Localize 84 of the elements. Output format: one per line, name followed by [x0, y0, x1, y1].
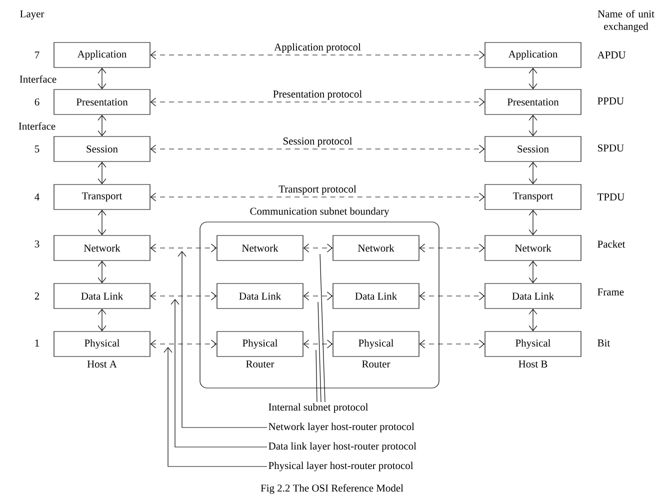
layer-number: 5 — [35, 146, 40, 152]
double-arrow — [528, 308, 538, 332]
layer-box: Network — [216, 235, 304, 261]
double-arrow — [528, 210, 538, 236]
layer-box: Physical Host A — [54, 331, 150, 368]
host-label: Host A — [87, 360, 117, 368]
layer-number: 6 — [34, 98, 40, 106]
interface-label: Interface — [20, 75, 56, 83]
layer-number: 1 — [35, 340, 39, 346]
dashed-arrow — [419, 244, 485, 252]
leader-line — [318, 302, 322, 402]
leader-line — [170, 299, 268, 448]
layer-box: Data Link — [484, 283, 582, 309]
dashed-arrow — [150, 192, 485, 202]
layer-number: 3 — [34, 240, 40, 248]
layer-box: Transport — [484, 184, 582, 210]
column-heading: Layer — [20, 10, 44, 20]
dashed-arrow — [419, 292, 485, 300]
layer-box: Transport — [54, 184, 150, 210]
unit-name: SPDU — [598, 144, 624, 152]
edge-label: Presentation protocol — [273, 90, 362, 100]
layer-box: Physical Router — [216, 331, 304, 368]
host-label: Host B — [518, 360, 548, 368]
double-arrow — [528, 162, 538, 184]
layer-number: 7 — [35, 52, 40, 58]
double-arrow — [528, 68, 538, 90]
boundary-title: Communication subnet boundary — [250, 207, 390, 217]
double-arrow — [98, 162, 106, 184]
layer-box: Data Link — [216, 283, 304, 309]
column-heading: Name of unit exchanged — [598, 10, 654, 32]
double-arrow — [98, 210, 106, 236]
layer-box: Session — [54, 136, 150, 162]
leader-line — [316, 350, 318, 402]
layer-box: Network — [332, 235, 420, 261]
layer-number: 2 — [34, 292, 40, 300]
dashed-arrow — [303, 292, 333, 300]
layer-box: Presentation — [484, 89, 582, 115]
dashed-arrow — [150, 244, 217, 252]
layer-box: Session — [484, 136, 582, 162]
host-label: Router — [362, 360, 390, 368]
subnet-boundary — [200, 207, 440, 388]
unit-name: Packet — [598, 240, 626, 248]
leader-text: Internal subnet protocol — [268, 403, 368, 413]
interface-label: Interface — [18, 122, 56, 130]
layer-box: Presentation — [54, 89, 150, 115]
dashed-arrow — [303, 244, 333, 252]
unit-name: Frame — [598, 288, 624, 296]
double-arrow — [98, 260, 106, 284]
leader-line — [178, 251, 268, 428]
layer-number: 4 — [34, 194, 40, 200]
double-arrow — [98, 68, 106, 90]
double-arrow — [528, 260, 538, 284]
layer-box: Application — [484, 42, 582, 68]
layer-box: Application — [54, 42, 150, 68]
dashed-arrow — [150, 340, 217, 348]
edge-label: Session protocol — [283, 137, 352, 147]
dashed-arrow — [303, 340, 333, 348]
dashed-arrow — [150, 98, 485, 106]
layer-box: Data Link — [54, 283, 150, 309]
double-arrow — [98, 308, 106, 332]
dashed-arrow — [419, 340, 485, 348]
unit-name: APDU — [597, 52, 626, 58]
double-arrow — [98, 114, 106, 136]
leader-line — [164, 347, 268, 467]
dashed-arrow — [150, 144, 485, 154]
double-arrow — [528, 114, 538, 136]
unit-name: PPDU — [598, 98, 624, 104]
layer-box: Network — [54, 235, 150, 261]
layer-box: Network — [484, 235, 582, 261]
layer-box: Physical Host B — [484, 331, 582, 368]
edge-label: Transport protocol — [278, 185, 356, 195]
caption: Fig 2.2 The OSI Reference Model — [260, 484, 404, 494]
dashed-arrow — [150, 292, 217, 300]
layer-box: Data Link — [332, 283, 420, 309]
dashed-arrow — [150, 50, 485, 60]
leader-line — [320, 254, 326, 402]
leader-text: Physical layer host-router protocol — [268, 462, 414, 472]
layer-box: Physical Router — [332, 331, 420, 368]
leader-text: Network layer host-router protocol — [268, 422, 414, 432]
edge-label: Application protocol — [274, 43, 361, 53]
unit-name: Bit — [598, 339, 610, 347]
unit-name: TPDU — [598, 194, 624, 200]
host-label: Router — [246, 360, 274, 368]
leader-text: Data link layer host-router protocol — [268, 442, 416, 452]
